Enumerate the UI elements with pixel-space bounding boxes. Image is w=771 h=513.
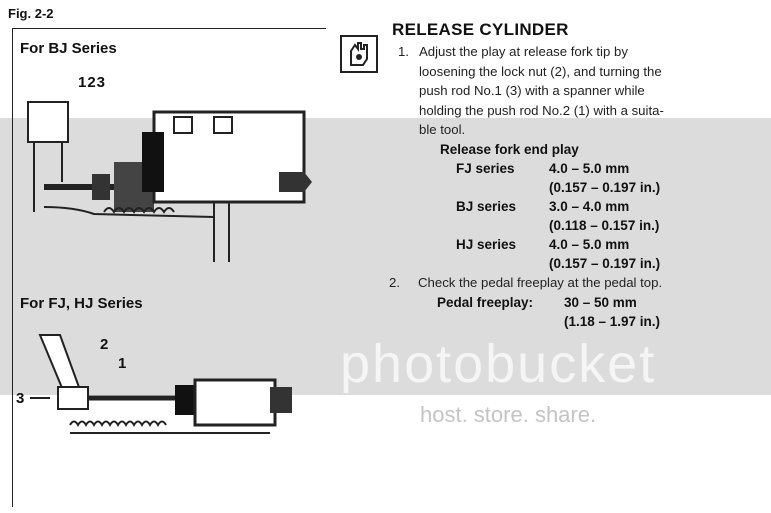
fj-hj-series-title: For FJ, HJ Series <box>20 295 143 312</box>
section-title: RELEASE CYLINDER <box>392 20 569 39</box>
pedal-freeplay-mm: 30 – 50 mm <box>564 295 637 310</box>
bj-callouts: 123 <box>78 74 107 91</box>
watermark-tagline: host. store. share. <box>420 402 597 427</box>
figure-label: Fig. 2-2 <box>8 6 54 21</box>
spec-series: HJ series <box>456 237 517 252</box>
step-2-number: 2. <box>389 275 400 290</box>
spec-mm: 4.0 – 5.0 mm <box>549 237 630 252</box>
callout-2: 2 <box>100 336 109 353</box>
callout-3: 3 <box>16 390 25 407</box>
step-2-text: Check the pedal freeplay at the pedal to… <box>418 275 663 290</box>
step-1-line: push rod No.1 (3) with a spanner while <box>419 83 645 98</box>
step-1-line: holding the push rod No.2 (1) with a sui… <box>419 102 664 118</box>
fj-hj-cylinder-diagram <box>30 334 292 434</box>
spec-in: (0.157 – 0.197 in.) <box>549 256 661 271</box>
watermark: photobucket <box>340 334 657 394</box>
callout-1: 1 <box>118 355 127 372</box>
spec-series: BJ series <box>456 199 517 214</box>
bj-series-title: For BJ Series <box>20 40 117 57</box>
pedal-freeplay-in: (1.18 – 1.97 in.) <box>564 314 661 329</box>
pedal-freeplay-label: Pedal freeplay: <box>437 295 534 310</box>
spec-mm: 3.0 – 4.0 mm <box>549 199 630 214</box>
hand-adjust-icon <box>340 35 378 73</box>
bj-cylinder-diagram <box>27 101 312 262</box>
step-1-line: Adjust the play at release fork tip by <box>419 44 628 59</box>
step-1-text: Adjust the play at release fork tip by l… <box>419 42 719 140</box>
spec-series: FJ series <box>456 161 515 176</box>
step-1-line: ble tool. <box>419 122 466 137</box>
step-1-number: 1. <box>398 44 409 59</box>
spec-in: (0.118 – 0.157 in.) <box>549 218 660 233</box>
figure-frame <box>12 28 326 507</box>
spec-title: Release fork end play <box>440 142 579 157</box>
spec-mm: 4.0 – 5.0 mm <box>549 161 630 176</box>
step-1-line: loosening the lock nut (2), and turning … <box>419 63 662 79</box>
spec-in: (0.157 – 0.197 in.) <box>549 180 661 195</box>
